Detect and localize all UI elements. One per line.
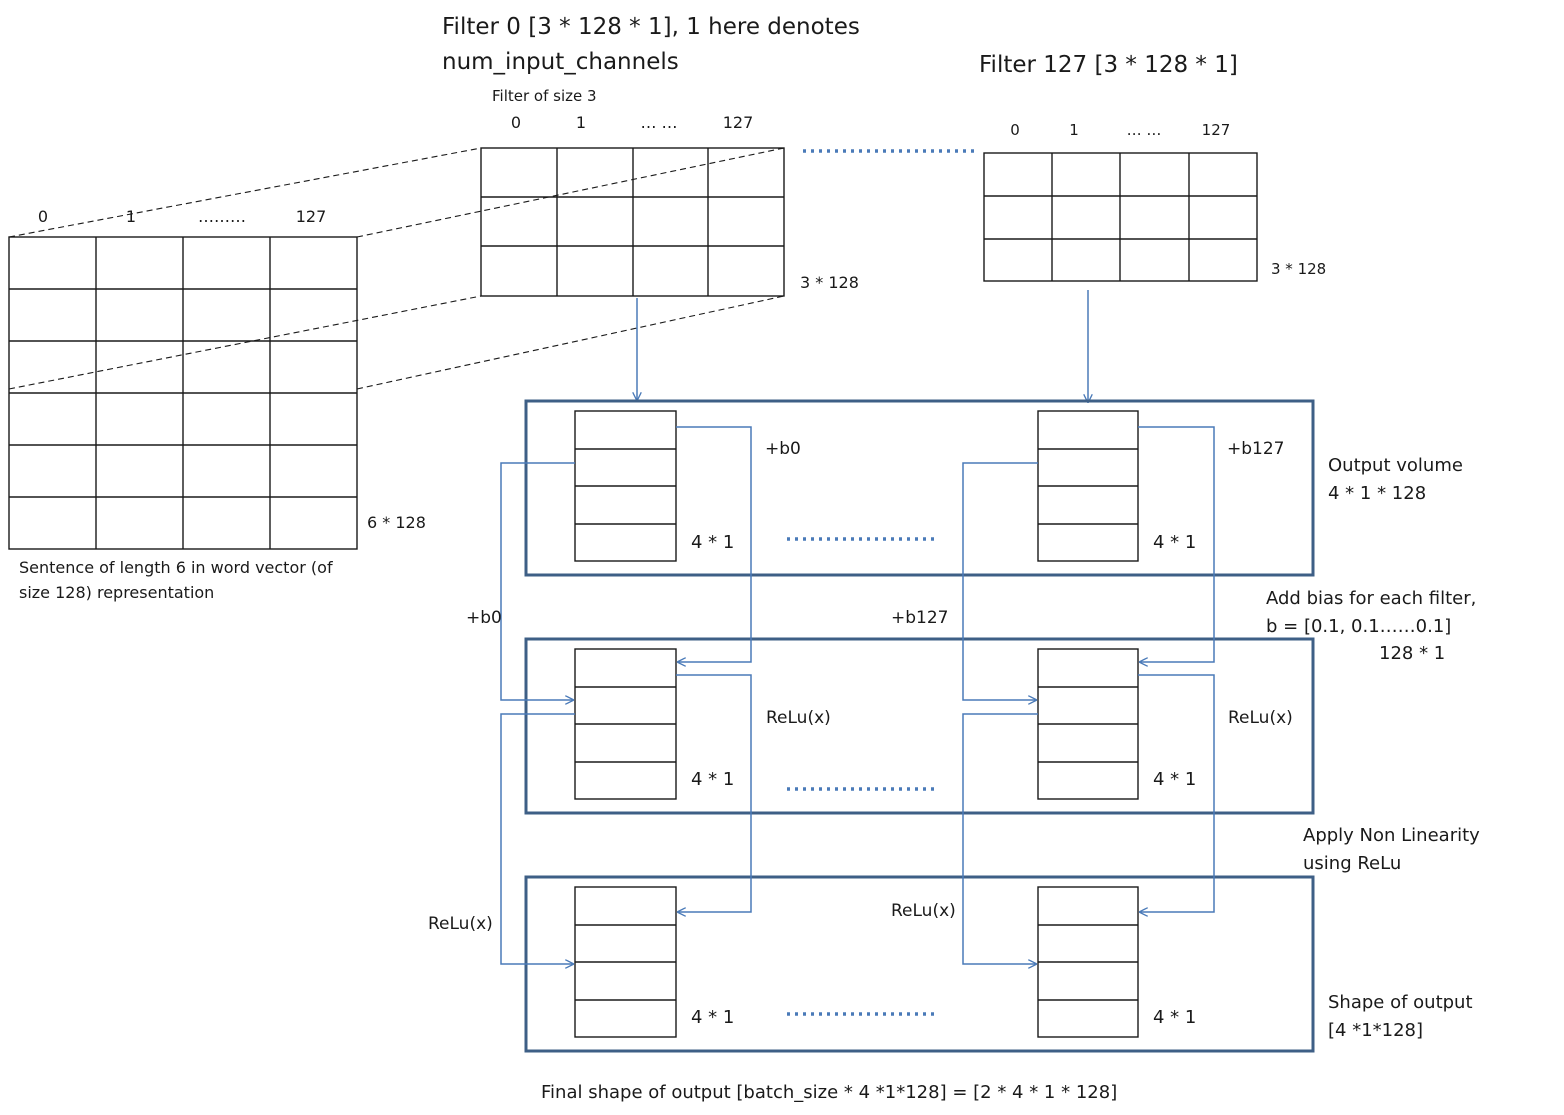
stack-dims-label: 4 * 1 — [1153, 769, 1196, 790]
filter0-col-label: 1 — [576, 113, 586, 132]
output-shape-line2: [4 *1*128] — [1328, 1020, 1423, 1041]
sentence-col-label: 0 — [38, 207, 48, 226]
filter127-dims: 3 * 128 — [1271, 260, 1326, 278]
filter127-title: Filter 127 [3 * 128 * 1] — [979, 52, 1238, 78]
add-bias-line1: Add bias for each filter, — [1266, 588, 1476, 609]
filter127-grid: 0 1 … … 127 3 * 128 — [983, 121, 1326, 282]
bias-b0-label: +b0 — [765, 439, 801, 459]
stack-dims-label: 4 * 1 — [1153, 532, 1196, 553]
column-stacks — [574, 410, 1139, 1038]
projection-lines — [8, 147, 785, 390]
relu-label: ReLu(x) — [891, 901, 956, 921]
stack-dims-label: 4 * 1 — [691, 769, 734, 790]
sentence-caption-line1: Sentence of length 6 in word vector (of — [19, 558, 333, 577]
filter0-col-label: 0 — [511, 113, 521, 132]
bias-b0-label: +b0 — [466, 608, 502, 628]
nonlinearity-line2: using ReLu — [1303, 853, 1401, 874]
filter0-col-label: 127 — [723, 113, 754, 132]
relu-label: ReLu(x) — [428, 914, 493, 934]
stack-dims-label: 4 * 1 — [1153, 1007, 1196, 1028]
filter127-col-label: … … — [1127, 121, 1162, 139]
filter0-flow — [500, 426, 752, 964]
filter0-title-line2: num_input_channels — [442, 49, 679, 75]
filter127-flow — [962, 426, 1215, 964]
nonlinearity-line1: Apply Non Linearity — [1303, 825, 1480, 846]
sentence-matrix: 0 1 ……… 127 6 * 128 Sentence of length 6… — [8, 207, 426, 602]
stack-dims-label: 4 * 1 — [691, 532, 734, 553]
sentence-col-label: 1 — [126, 207, 136, 226]
output-volume-line1: Output volume — [1328, 455, 1463, 476]
bias-b127-label: +b127 — [891, 608, 948, 628]
sentence-col-label: 127 — [296, 207, 327, 226]
relu-label: ReLu(x) — [766, 708, 831, 728]
filter-size-caption: Filter of size 3 — [492, 87, 597, 105]
output-volume-frame — [524, 399, 1315, 577]
filter0-grid: 0 1 … … 127 3 * 128 — [480, 113, 859, 297]
filter0-dims: 3 * 128 — [800, 273, 859, 292]
output-shape-line1: Shape of output — [1328, 992, 1473, 1013]
filter127-col-label: 127 — [1202, 121, 1231, 139]
final-shape-caption: Final shape of output [batch_size * 4 *1… — [541, 1082, 1117, 1103]
filter127-col-label: 0 — [1010, 121, 1020, 139]
filter0-title-line1: Filter 0 [3 * 128 * 1], 1 here denotes — [442, 14, 860, 40]
relu-label: ReLu(x) — [1228, 708, 1293, 728]
output-volume-line2: 4 * 1 * 128 — [1328, 483, 1426, 504]
add-bias-line3: 128 * 1 — [1379, 643, 1445, 664]
bias-relu-frame — [524, 637, 1315, 815]
filter0-col-label: … … — [640, 113, 677, 132]
sentence-caption-line2: size 128) representation — [19, 583, 214, 602]
bias-b127-label: +b127 — [1227, 439, 1284, 459]
sentence-dims: 6 * 128 — [367, 513, 426, 532]
add-bias-line2: b = [0.1, 0.1……0.1] — [1266, 616, 1451, 637]
sentence-col-label: ……… — [198, 207, 246, 226]
stack-dims-label: 4 * 1 — [691, 1007, 734, 1028]
filter127-col-label: 1 — [1069, 121, 1079, 139]
